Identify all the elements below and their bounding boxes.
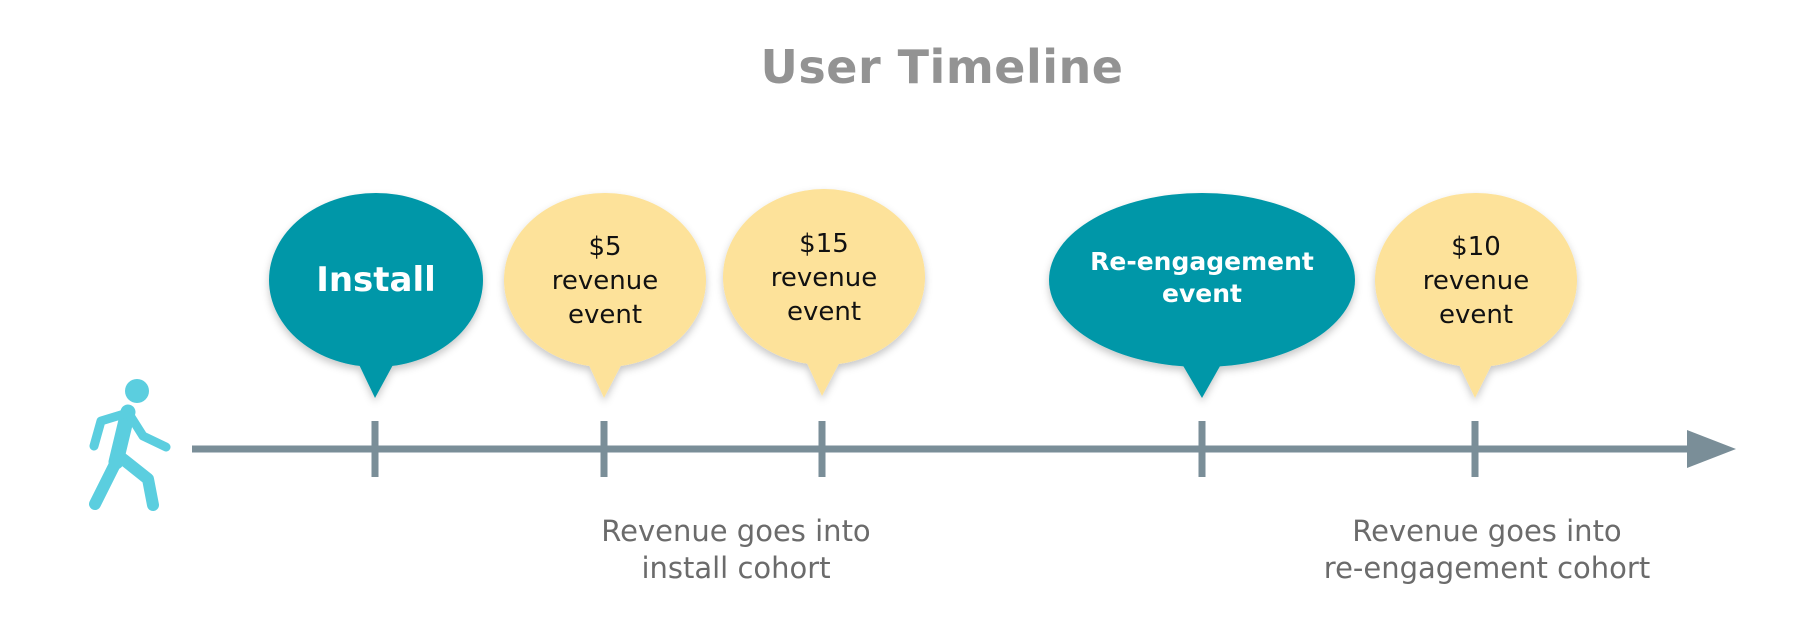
caption-install-cohort: Revenue goes into install cohort	[556, 513, 916, 587]
rev15-line3: event	[786, 297, 862, 327]
caption-reengage-line2: re-engagement cohort	[1323, 551, 1651, 585]
caption-reengagement-cohort: Revenue goes into re-engagement cohort	[1312, 513, 1662, 587]
rev15-line2: revenue	[770, 263, 878, 293]
arrowhead-icon	[1687, 430, 1736, 468]
reengage-line2: event	[1162, 279, 1242, 308]
caption-reengage-line1: Revenue goes into	[1352, 514, 1622, 548]
walking-person-icon	[89, 379, 171, 511]
bubble-rev15	[723, 189, 925, 396]
rev5-line2: revenue	[551, 266, 659, 296]
caption-install-line1: Revenue goes into	[601, 514, 871, 548]
bubble-label-reengage: Re-engagement event	[1062, 243, 1342, 313]
rev10-amount: $10	[1451, 232, 1501, 262]
bubble-rev10	[1375, 193, 1577, 398]
install-label: Install	[316, 260, 436, 300]
bubble-rev5	[504, 193, 706, 398]
rev10-line3: event	[1438, 300, 1514, 330]
caption-install-line2: install cohort	[641, 551, 831, 585]
rev5-line3: event	[567, 300, 643, 330]
reengage-line1: Re-engagement	[1090, 247, 1314, 276]
bubble-label-rev10: $10 revenue event	[1381, 229, 1571, 333]
bubble-reengage	[1049, 193, 1355, 398]
bubble-install	[269, 193, 483, 398]
diagram-title: User Timeline	[760, 40, 1124, 94]
rev15-amount: $15	[799, 229, 849, 259]
bubble-label-rev15: $15 revenue event	[729, 226, 919, 330]
bubble-label-rev5: $5 revenue event	[510, 229, 700, 333]
rev5-amount: $5	[588, 232, 622, 262]
bubble-label-install: Install	[276, 234, 476, 326]
rev10-line2: revenue	[1422, 266, 1530, 296]
